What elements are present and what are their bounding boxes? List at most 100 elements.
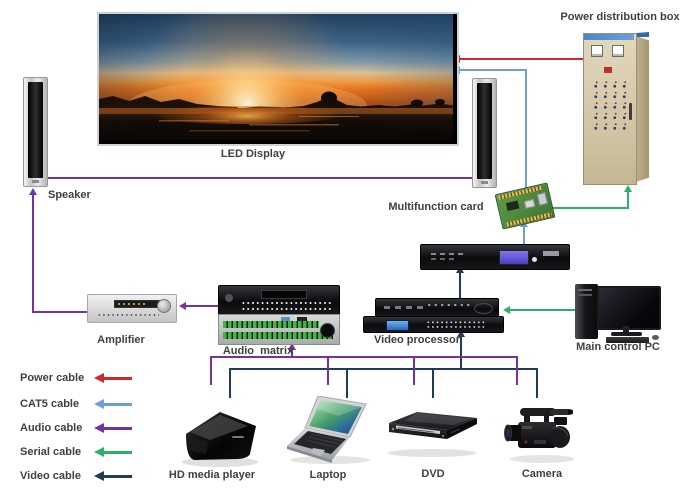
arrowhead-up bbox=[29, 188, 37, 195]
segment bbox=[413, 356, 415, 385]
video-processor-label: Video processor bbox=[374, 334, 460, 346]
segment bbox=[460, 337, 462, 369]
monitor bbox=[597, 286, 661, 330]
segment bbox=[627, 192, 629, 209]
meter-gauge bbox=[612, 45, 624, 57]
front-markings bbox=[431, 258, 457, 260]
arrowhead-up bbox=[624, 185, 632, 192]
legend-row-video: Video cable bbox=[20, 469, 150, 485]
legend-row-cat5: CAT5 cable bbox=[20, 397, 150, 413]
segment bbox=[229, 368, 231, 398]
legend-arrow-audio bbox=[94, 423, 132, 434]
legend-row-serial: Serial cable bbox=[20, 445, 150, 461]
connector bbox=[297, 317, 307, 321]
segment bbox=[432, 368, 434, 398]
laptop-label: Laptop bbox=[309, 469, 347, 481]
segment bbox=[459, 273, 461, 298]
legend-label: Power cable bbox=[20, 372, 85, 384]
segment bbox=[536, 368, 538, 398]
legend-arrow-serial bbox=[94, 447, 132, 458]
segment bbox=[210, 356, 518, 358]
multifunction-card-label: Multifunction card bbox=[388, 201, 484, 213]
cabinet-side bbox=[636, 36, 649, 182]
terminal-row bbox=[223, 321, 319, 328]
pc-tower bbox=[575, 284, 598, 339]
connector-row bbox=[426, 302, 472, 308]
arrowhead-left bbox=[503, 306, 510, 314]
monitor-base bbox=[611, 332, 642, 336]
segment bbox=[32, 195, 34, 313]
speaker-label: Speaker bbox=[48, 189, 91, 201]
arrowhead-up bbox=[457, 330, 465, 337]
power-distribution-box-label: Power distribution box bbox=[560, 11, 680, 23]
segment bbox=[291, 350, 293, 358]
sunset-image bbox=[99, 14, 453, 140]
led-display-label: LED Display bbox=[220, 148, 286, 160]
indicator-light bbox=[604, 67, 612, 73]
knob bbox=[225, 294, 233, 302]
drive-bay bbox=[578, 289, 592, 291]
terminal-row bbox=[223, 332, 333, 339]
legend-arrow-video bbox=[94, 471, 132, 482]
speaker-grille bbox=[28, 82, 43, 178]
mouse bbox=[652, 335, 659, 340]
lcd-screen bbox=[499, 250, 529, 265]
button-grid bbox=[426, 320, 484, 329]
vent-oval bbox=[474, 303, 493, 314]
segment bbox=[525, 69, 527, 188]
meter-gauge bbox=[591, 45, 603, 57]
chip bbox=[523, 198, 536, 209]
segment bbox=[46, 177, 472, 179]
segment bbox=[327, 356, 329, 385]
legend-row-audio: Audio cable bbox=[20, 421, 150, 437]
speaker-badge bbox=[32, 180, 39, 183]
amplifier-label: Amplifier bbox=[97, 334, 145, 346]
legend-label: Video cable bbox=[20, 470, 81, 482]
display-window bbox=[261, 290, 307, 299]
arrowhead-up bbox=[288, 343, 296, 350]
main-control-pc-label: Main control PC bbox=[576, 341, 660, 353]
segment bbox=[548, 207, 629, 209]
power-distribution-box-image bbox=[583, 30, 649, 185]
power-button bbox=[532, 257, 537, 262]
connector bbox=[536, 192, 549, 206]
segment bbox=[516, 356, 518, 385]
cabinet-side-top bbox=[636, 32, 649, 37]
dvd-label: DVD bbox=[421, 468, 445, 480]
door-handle bbox=[629, 103, 632, 120]
led-display-image bbox=[97, 12, 459, 146]
button-grid bbox=[241, 300, 331, 312]
speaker-badge bbox=[481, 181, 488, 184]
connector bbox=[281, 317, 290, 321]
video-processor-top-image bbox=[375, 298, 499, 318]
legend-row-power: Power cable bbox=[20, 371, 150, 387]
front-markings bbox=[431, 253, 465, 255]
video-processor-bottom-image bbox=[363, 316, 504, 333]
display-segments bbox=[118, 303, 148, 305]
arrowhead-left bbox=[179, 302, 186, 310]
volume-knob bbox=[157, 299, 171, 313]
knob bbox=[320, 323, 335, 338]
dvd-player-image bbox=[384, 408, 482, 460]
front-markings bbox=[384, 306, 424, 309]
legend-label: Serial cable bbox=[20, 446, 82, 458]
segment bbox=[510, 309, 575, 311]
camera-image bbox=[504, 402, 580, 464]
amplifier-image bbox=[87, 294, 177, 323]
segment bbox=[229, 368, 538, 370]
hd-media-player-image bbox=[176, 400, 264, 470]
drive-bay bbox=[578, 294, 592, 296]
segment bbox=[523, 227, 525, 244]
laptop-image bbox=[286, 396, 374, 466]
front-badge bbox=[543, 251, 559, 256]
camera-label: Camera bbox=[521, 468, 563, 480]
pin-header bbox=[506, 212, 552, 227]
lcd-screen bbox=[386, 320, 409, 331]
legend-label: Audio cable bbox=[20, 422, 83, 434]
segment bbox=[460, 58, 583, 60]
segment bbox=[346, 368, 348, 398]
chip bbox=[505, 200, 520, 212]
main-control-pc-image bbox=[573, 282, 663, 344]
speaker-left-image bbox=[23, 77, 48, 187]
segment bbox=[210, 356, 212, 385]
